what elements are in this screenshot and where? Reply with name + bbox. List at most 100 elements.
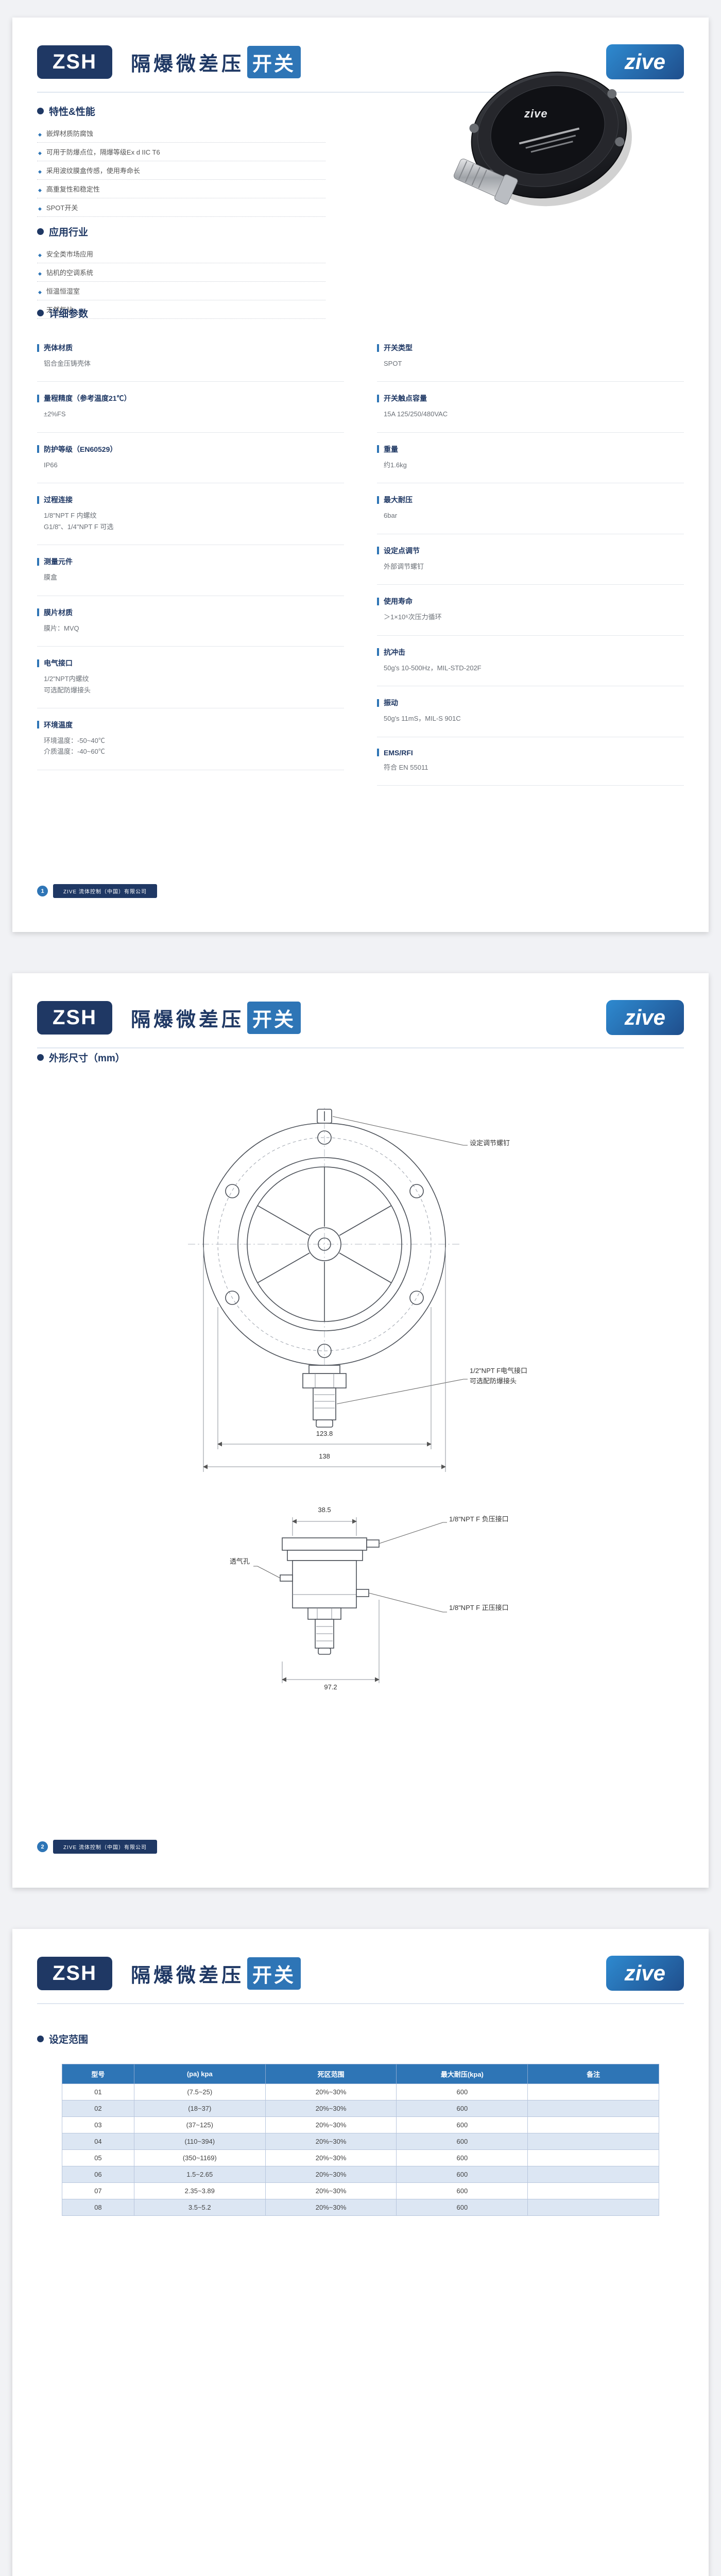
cell-max-pressure: 600 [396,2116,528,2133]
param-label-text: 量程精度（参考温度21℃） [44,394,131,403]
param-value: 1/8"NPT F 内螺纹 G1/8"、1/4"NPT F 可选 [44,512,114,531]
cell-range: (37~125) [133,2116,266,2133]
table-row: 06 1.5~2.65 20%~30% 600 [62,2166,659,2183]
param-item: 使用寿命 ＞1×10⁶次压力循环 [377,585,684,636]
param-value: SPOT [384,360,402,367]
industry-text: 安全类市场应用 [46,250,93,258]
brand-logo: zive [606,44,684,79]
device-body [469,71,632,207]
parameters-section: 详细参数 壳体材质 铝合金压铸壳体 量程精度（参考温度21℃） ±2%FS 防护… [37,306,684,786]
cell-max-pressure: 600 [396,2100,528,2117]
table-row: 03 (37~125) 20%~30% 600 [62,2116,659,2133]
section-bullet-icon [37,228,44,235]
param-label: 量程精度（参考温度21℃） [37,393,344,403]
param-label: 开关类型 [377,343,684,353]
param-label: 最大耐压 [377,495,684,505]
param-value: IP66 [44,461,58,469]
page-number-badge: 1 [37,886,48,896]
page-title: 隔爆微差压 开关 [131,45,301,78]
param-label: 环境温度 [37,720,344,730]
page-1: ZSH 隔爆微差压 开关 zive 特性&性能 ◆嵌焊材质防腐蚀 ◆可用于防爆点… [12,18,709,932]
cell-remark [527,2166,659,2183]
industry-text: 恒温恒湿室 [46,287,80,295]
brand-logo: zive [606,1000,684,1035]
cell-max-pressure: 600 [396,2133,528,2150]
header-divider [37,92,684,93]
param-value: 15A 125/250/480VAC [384,410,448,418]
param-value: 1/2"NPT内螺纹 可选配防爆接头 [44,675,91,694]
industries-heading: 应用行业 [37,225,325,239]
brand-logo: zive [606,1956,684,1991]
cell-deadband: 20%~30% [265,2116,397,2133]
param-accent-bar [377,344,379,352]
column-header: 最大耐压(kpa) [396,2064,528,2084]
title-main: 隔爆微差压 [131,1964,245,1987]
param-item: 量程精度（参考温度21℃） ±2%FS [37,382,344,433]
param-label: 测量元件 [37,556,344,567]
title-accent: 开关 [247,1957,301,1990]
callout-electrical-port: 1/2"NPT F电气接口 可选配防爆接头 [470,1367,528,1385]
feature-item: ◆采用波纹膜盒传感，使用寿命长 [37,161,325,180]
param-accent-bar [377,648,379,656]
param-accent-bar [377,699,379,707]
param-label: 开关触点容量 [377,393,684,403]
param-label-text: 膜片材质 [44,608,73,617]
param-label: 防护等级（EN60529） [37,444,344,454]
cell-range: (350~1169) [133,2149,266,2166]
param-accent-bar [37,557,39,566]
cell-model: 07 [62,2182,134,2199]
cell-max-pressure: 600 [396,2149,528,2166]
cell-model: 03 [62,2116,134,2133]
param-item: 重量 约1.6kg [377,433,684,484]
cell-deadband: 20%~30% [265,2166,397,2183]
features-heading: 特性&性能 [37,104,325,118]
page-footer: 1 ZIVE 流体控制（中国）有限公司 [37,884,158,898]
param-label: 过程连接 [37,495,344,505]
param-label: 使用寿命 [377,596,684,606]
param-item: 振动 50g's 11mS，MIL-S 901C [377,686,684,737]
column-header: 备注 [527,2064,659,2084]
cell-remark [527,2100,659,2117]
param-item: 膜片材质 膜片：MVQ [37,596,344,647]
param-item: 过程连接 1/8"NPT F 内螺纹 G1/8"、1/4"NPT F 可选 [37,483,344,546]
param-label-text: 使用寿命 [384,597,413,606]
column-header: 死区范围 [265,2064,397,2084]
dimension-bolt-circle: 123.8 [316,1430,333,1437]
features-heading-label: 特性&性能 [49,107,95,117]
industry-item: ◆安全类市场应用 [37,245,325,263]
cell-model: 06 [62,2166,134,2183]
feature-text: 嵌焊材质防腐蚀 [46,130,93,138]
page-title: 隔爆微差压 开关 [131,1001,301,1034]
setting-range-heading: 设定范围 [37,2032,88,2046]
parameters-right-column: 开关类型 SPOT 开关触点容量 15A 125/250/480VAC 重量 约… [377,331,684,786]
cell-remark [527,2133,659,2150]
header-divider [37,1047,684,1048]
feature-text: 采用波纹膜盒传感，使用寿命长 [46,167,140,175]
model-badge: ZSH [37,1001,112,1035]
param-label-text: 电气接口 [44,659,73,668]
diamond-bullet-icon: ◆ [38,150,42,156]
cell-remark [527,2149,659,2166]
dimension-outer-diameter: 138 [319,1452,330,1460]
param-item: 开关触点容量 15A 125/250/480VAC [377,382,684,433]
param-accent-bar [37,394,39,402]
param-label: 重量 [377,444,684,454]
setting-range-heading-label: 设定范围 [49,2035,89,2045]
param-value: 膜盒 [44,573,58,582]
cell-model: 04 [62,2133,134,2150]
param-accent-bar [377,547,379,555]
datasheet-header: ZSH 隔爆微差压 开关 zive [12,973,709,1035]
section-bullet-icon [37,2036,44,2042]
param-value: 铝合金压铸壳体 [44,360,91,367]
param-label-text: 设定点调节 [384,546,420,555]
table-row: 02 (18~37) 20%~30% 600 [62,2100,659,2117]
param-label-text: 测量元件 [44,557,73,566]
param-label-text: 壳体材质 [44,344,73,352]
feature-item: ◆SPOT开关 [37,198,325,217]
features-section: 特性&性能 ◆嵌焊材质防腐蚀 ◆可用于防爆点位，隔爆等级Ex d IIC T6 … [37,104,325,217]
diamond-bullet-icon: ◆ [38,188,42,193]
footer-company: ZIVE 流体控制（中国）有限公司 [53,884,158,898]
callout-vent-hole: 透气孔 [229,1557,250,1565]
param-value: 6bar [384,512,398,520]
param-item: 抗冲击 50g's 10-500Hz，MIL-STD-202F [377,636,684,687]
